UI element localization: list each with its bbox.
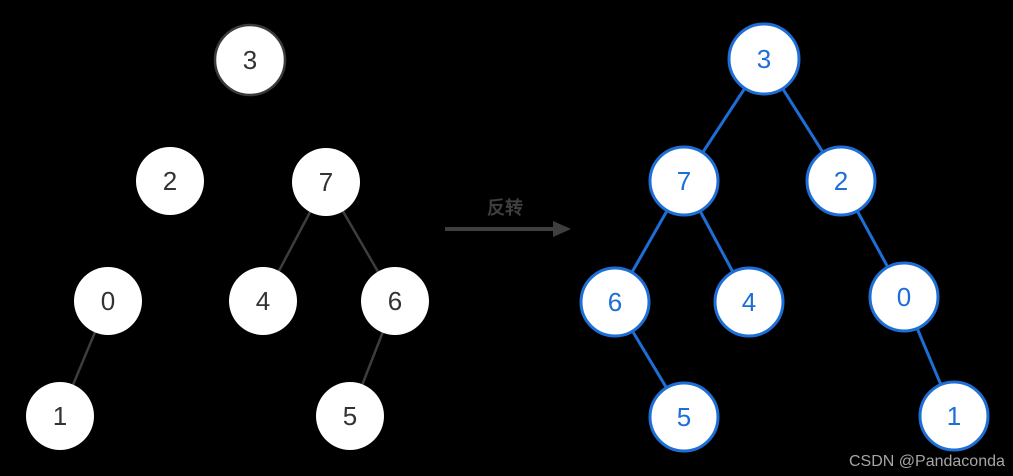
tree-node-label-3: 3 [243,45,257,75]
tree-node-circle-2 [805,145,877,217]
tree-node-label-1: 1 [53,401,67,431]
tree-node-label-7: 7 [677,166,691,196]
tree-node-label-1: 1 [947,401,961,431]
tree-node-label-6: 6 [608,287,622,317]
tree-node-circle-6 [361,267,429,335]
tree-node-label-7: 7 [319,167,333,197]
watermark: CSDN @Pandaconda [849,453,1005,470]
tree-node-label-5: 5 [677,402,691,432]
tree-node-label-6: 6 [388,286,402,316]
tree-node-label-5: 5 [343,401,357,431]
tree-node-circle-5 [648,381,720,453]
tree-node-circle-4 [713,266,785,338]
tree-node-circle-7 [648,145,720,217]
invert-arrow-head [553,221,571,237]
tree-node-circle-3 [213,23,287,97]
tree-node-label-0: 0 [897,282,911,312]
tree-node-label-4: 4 [742,287,756,317]
tree-node-circle-2 [136,147,204,215]
invert-arrow: 反转 [445,197,571,237]
tree-node-label-4: 4 [256,286,270,316]
tree-node-circle-0 [74,267,142,335]
tree-node-circle-0 [868,261,940,333]
original-tree: 3 2 7 0 4 6 1 5 [26,23,429,450]
tree-node-circle-3 [727,22,801,96]
tree-node-circle-1 [918,380,990,452]
inverted-tree: 3 7 2 6 4 0 5 1 [579,22,990,453]
tree-node-circle-5 [316,382,384,450]
tree-node-circle-4 [229,267,297,335]
tree-node-label-2: 2 [163,166,177,196]
tree-node-circle-6 [579,266,651,338]
invert-arrow-label: 反转 [487,197,523,218]
tree-node-label-0: 0 [101,286,115,316]
tree-node-circle-7 [292,148,360,216]
tree-node-label-3: 3 [757,44,771,74]
tree-node-label-2: 2 [834,166,848,196]
tree-node-circle-1 [26,382,94,450]
